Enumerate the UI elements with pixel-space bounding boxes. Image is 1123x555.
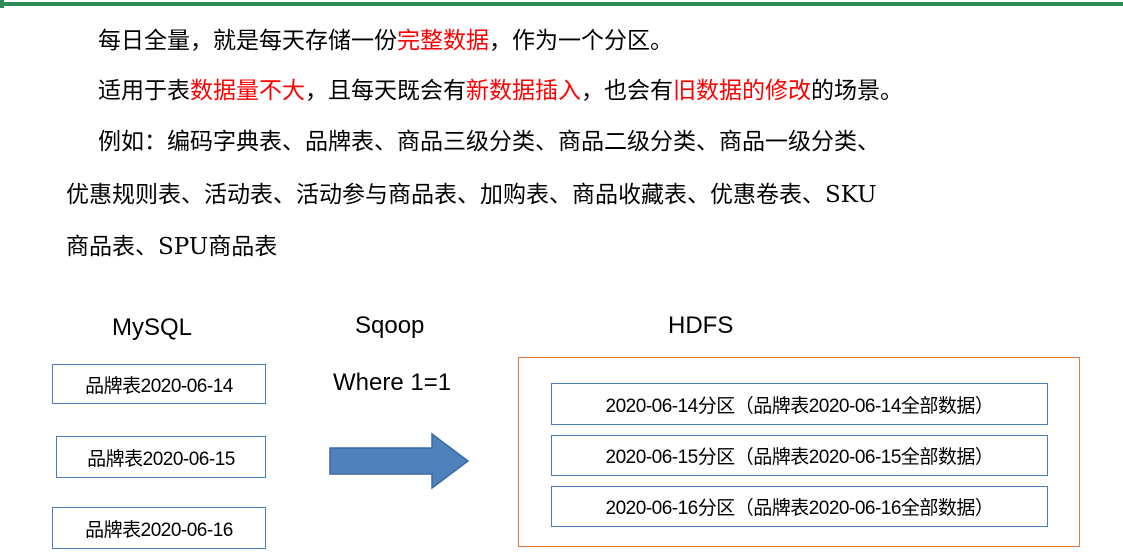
p2-highlight-new-insert: 新数据插入 bbox=[466, 78, 581, 104]
p2-highlight-small-volume: 数据量不大 bbox=[190, 78, 305, 104]
p1-text-c: ，作为一个分区。 bbox=[489, 28, 673, 54]
hdfs-partition-box: 2020-06-15分区（品牌表2020-06-15全部数据） bbox=[551, 435, 1048, 476]
hdfs-container bbox=[518, 357, 1080, 547]
mysql-table-box: 品牌表2020-06-14 bbox=[52, 364, 266, 404]
p3-line3: 商品表、SPU商品表 bbox=[66, 234, 278, 260]
top-rule-notch bbox=[0, 0, 4, 8]
mysql-label: MySQL bbox=[112, 314, 193, 341]
p1-text-a: 每日全量，就是每天存储一份 bbox=[98, 28, 397, 54]
paragraph-example-line3: 商品表、SPU商品表 bbox=[66, 232, 1116, 262]
p2-text-e: ，也会有 bbox=[581, 78, 673, 104]
p1-highlight: 完整数据 bbox=[397, 28, 489, 54]
hdfs-partition-box: 2020-06-14分区（品牌表2020-06-14全部数据） bbox=[551, 383, 1048, 425]
top-rule bbox=[0, 2, 1123, 6]
sqoop-label: Sqoop bbox=[355, 312, 425, 339]
sqoop-condition: Where 1=1 bbox=[333, 369, 452, 396]
p3-line2: 优惠规则表、活动表、活动参与商品表、加购表、商品收藏表、优惠卷表、SKU bbox=[66, 182, 877, 208]
paragraph-applicable: 适用于表数据量不大，且每天既会有新数据插入，也会有旧数据的修改的场景。 bbox=[66, 76, 1116, 106]
hdfs-partition-box: 2020-06-16分区（品牌表2020-06-16全部数据） bbox=[551, 486, 1048, 527]
p2-highlight-old-modify: 旧数据的修改 bbox=[673, 78, 811, 104]
paragraph-daily-full: 每日全量，就是每天存储一份完整数据，作为一个分区。 bbox=[66, 26, 1116, 56]
hdfs-label: HDFS bbox=[668, 312, 734, 339]
paragraph-example-line1: 例如：编码字典表、品牌表、商品三级分类、商品二级分类、商品一级分类、 bbox=[66, 127, 1116, 157]
p2-text-g: 的场景。 bbox=[811, 78, 903, 104]
mysql-table-box: 品牌表2020-06-15 bbox=[56, 436, 266, 478]
p3-line1: 例如：编码字典表、品牌表、商品三级分类、商品二级分类、商品一级分类、 bbox=[98, 129, 880, 155]
p2-text-c: ，且每天既会有 bbox=[305, 78, 466, 104]
mysql-table-box: 品牌表2020-06-16 bbox=[52, 507, 266, 549]
p2-text-a: 适用于表 bbox=[98, 78, 190, 104]
paragraph-example-line2: 优惠规则表、活动表、活动参与商品表、加购表、商品收藏表、优惠卷表、SKU bbox=[66, 180, 1116, 210]
sqoop-arrow-icon bbox=[329, 432, 470, 490]
